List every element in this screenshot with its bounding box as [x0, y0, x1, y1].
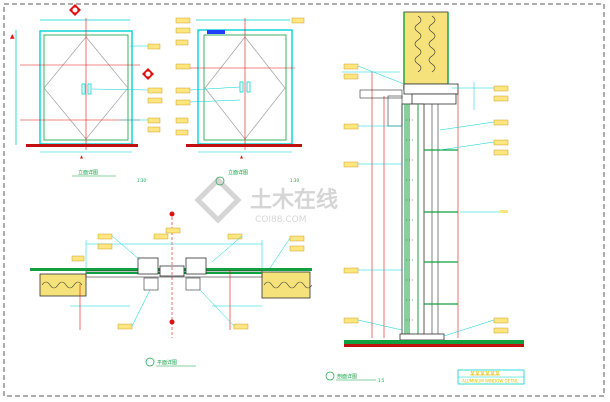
detail-bubble-icon	[145, 357, 155, 367]
callout-labels-section	[343, 63, 509, 337]
diamond-section-marker-icon	[142, 68, 154, 80]
svg-text:▲: ▲	[80, 154, 84, 159]
watermark: 土木在线 COI88.COM	[194, 176, 338, 225]
watermark-brand-cn: 土木在线	[250, 187, 338, 213]
door-b-scale: 1:30	[290, 178, 299, 183]
watermark-brand-en: COI88.COM	[255, 215, 306, 225]
section-caption: 剖面详图	[337, 373, 357, 380]
svg-text:▲: ▲	[10, 33, 15, 40]
title-block-line2: ALUMINUM WINDOW DETAIL	[462, 379, 519, 384]
callout-labels-a	[91, 43, 163, 133]
section-detail	[342, 11, 524, 347]
drawing-frame	[3, 3, 605, 397]
plan-caption: 平面详图	[157, 359, 177, 366]
door-elevation-b: ▲	[180, 18, 302, 159]
diamond-section-marker-icon	[69, 4, 81, 16]
door-b-caption: 立面详图	[228, 169, 248, 176]
detail-bubble-icon	[215, 176, 225, 186]
title-block: 某某某某某某 ALUMINUM WINDOW DETAIL	[457, 369, 525, 385]
door-a-scale: 1:30	[137, 178, 146, 183]
callout-labels-b	[175, 17, 305, 136]
watermark-logo-icon	[194, 176, 242, 224]
plan-detail	[30, 211, 313, 338]
detail-bubble-icon	[325, 371, 335, 381]
title-block-line1: 某某某某某某	[470, 372, 500, 378]
svg-text:▲: ▲	[240, 154, 244, 159]
door-elevation-a: ▲ ▲	[10, 18, 140, 159]
door-a-caption: 立面详图	[78, 169, 98, 176]
section-scale: 1:5	[378, 378, 385, 383]
callout-labels-plan	[71, 233, 305, 330]
